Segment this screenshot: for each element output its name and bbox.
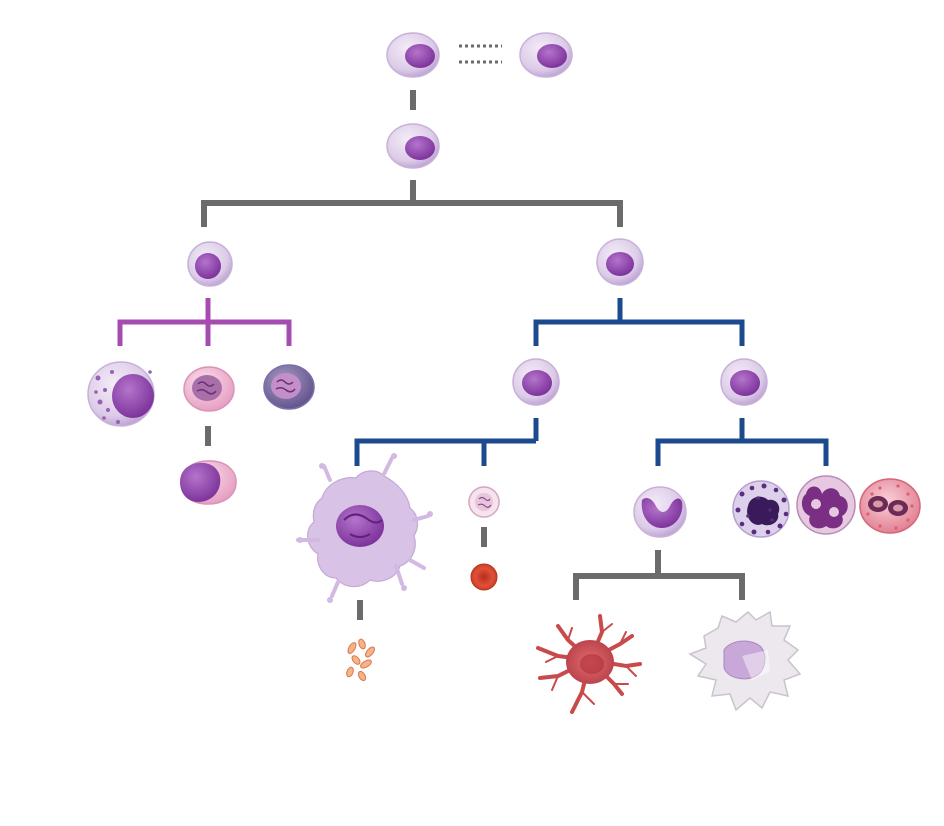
monocyte-branch-connector — [573, 550, 745, 600]
myeloid-progenitor — [596, 238, 644, 286]
b-lymphocyte — [183, 366, 235, 412]
t-lymphocyte — [263, 364, 315, 410]
eosinophil — [859, 478, 921, 534]
multipotent-progenitor — [386, 123, 440, 169]
plasma-cell — [180, 460, 237, 505]
mpp-branch-connector — [201, 180, 623, 227]
lymphoid-progenitor — [187, 241, 233, 287]
lymphoid-branch-connector — [117, 298, 292, 346]
monocyte — [633, 486, 687, 538]
platelets — [346, 638, 375, 682]
basophil — [732, 480, 790, 538]
mep-branch-connector — [354, 418, 539, 466]
megakaryocyte-erythroid-progenitor — [512, 358, 560, 406]
macrophage — [688, 610, 802, 712]
granulocyte-macrophage-progenitor — [720, 358, 768, 406]
dendritic-cell — [536, 614, 642, 714]
erythrocyte — [470, 563, 498, 591]
stem-cell-renewed — [519, 32, 573, 78]
myeloid-branch-connector — [533, 298, 745, 346]
nk-cell — [87, 361, 155, 427]
connector-lines — [117, 44, 829, 620]
self-renewal-connector — [459, 44, 502, 64]
stem-cell-self-renewing — [386, 32, 440, 78]
neutrophil — [796, 475, 856, 535]
gmp-branch-connector — [655, 418, 829, 466]
erythroblast — [468, 486, 500, 518]
megakaryocyte — [296, 453, 433, 603]
